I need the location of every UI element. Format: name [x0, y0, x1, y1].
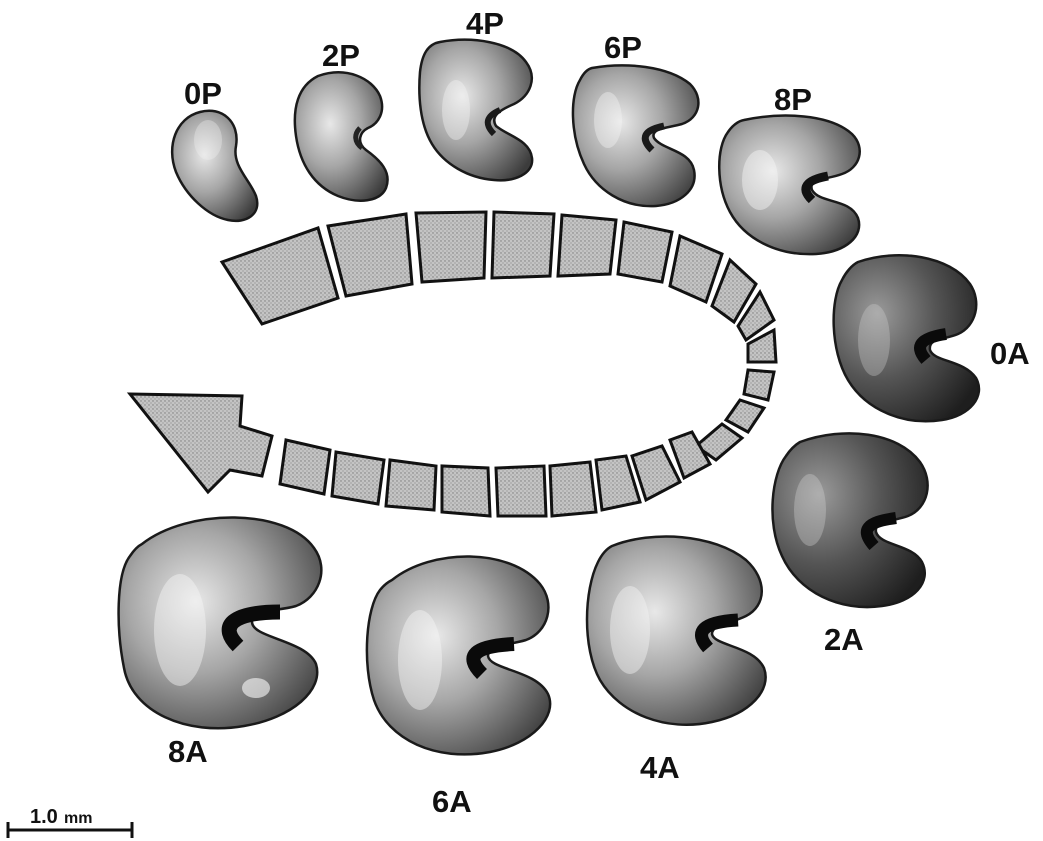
arrow-segment: [618, 222, 672, 282]
arrow-segment: [222, 228, 338, 324]
arrow-segment: [670, 236, 722, 302]
stage-label-0A: 0A: [990, 336, 1030, 371]
arrow-segment: [386, 460, 436, 510]
specimen-4P: [419, 40, 532, 181]
specimen-8P: [719, 116, 859, 255]
arrow-segment: [332, 452, 384, 504]
stage-label-0P: 0P: [184, 76, 222, 111]
specimen-6P: [573, 65, 698, 206]
arrow-head: [130, 394, 272, 492]
stage-label-8A: 8A: [168, 734, 208, 769]
stage-label-2P: 2P: [322, 38, 360, 73]
stage-label-6P: 6P: [604, 30, 642, 65]
stage-label-6A: 6A: [432, 784, 472, 819]
arrow-segment: [492, 212, 554, 278]
specimen-0P: [172, 111, 257, 221]
stage-label-8P: 8P: [774, 82, 812, 117]
specimen-4A: [587, 537, 766, 725]
arrow-segment: [442, 466, 490, 516]
specimen-6A: [367, 556, 550, 754]
arrow-segment: [416, 212, 486, 282]
specimen-8A: [119, 517, 322, 728]
arrow-segment: [550, 462, 596, 516]
specimen-2P: [295, 72, 388, 200]
developmental-sequence-arrow: [130, 212, 776, 516]
scale-bar-value: 1.0: [30, 806, 58, 828]
stage-label-2A: 2A: [824, 622, 864, 657]
arrow-segment: [558, 215, 616, 276]
stage-label-4P: 4P: [466, 6, 504, 41]
specimen-2A: [772, 433, 927, 607]
scale-bar-unit: mm: [64, 810, 92, 827]
arrow-segment: [496, 466, 546, 516]
specimen-0A: [834, 255, 979, 421]
stage-label-4A: 4A: [640, 750, 680, 785]
arrow-segment: [632, 446, 680, 500]
arrow-segment: [726, 400, 764, 432]
arrow-segment: [280, 440, 330, 494]
scale-bar: 1.0 mm: [8, 806, 132, 838]
arrow-segment: [328, 214, 412, 296]
arrow-segment: [744, 370, 774, 400]
